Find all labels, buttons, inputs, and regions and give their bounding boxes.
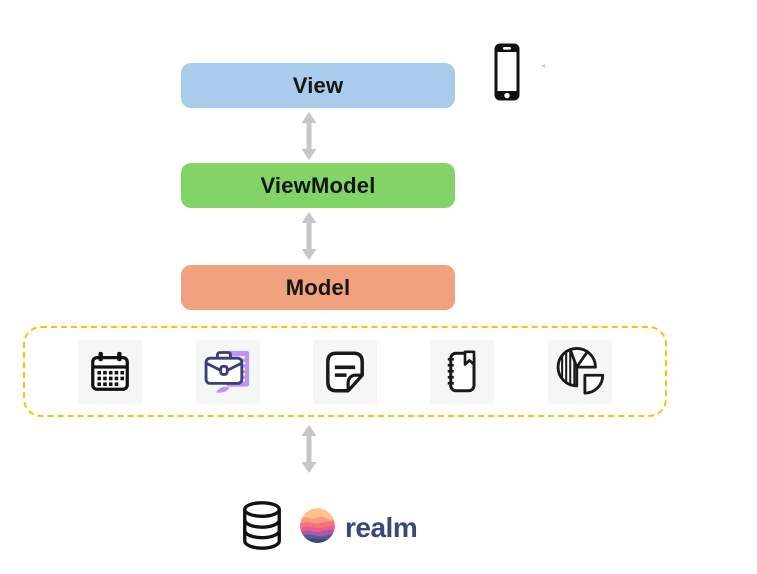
double-headed-arrow-icon: [298, 425, 320, 478]
briefcase-document-icon: [195, 339, 260, 404]
double-headed-arrow-icon: [298, 212, 320, 265]
persistence-layer: realm: [238, 499, 418, 558]
calendar-icon: [78, 339, 143, 404]
view-layer-box: View: [181, 63, 455, 108]
cursor-artifact: ◂: [541, 61, 546, 70]
viewmodel-layer-label: ViewModel: [260, 172, 376, 198]
note-icon: [312, 339, 377, 404]
model-layer-label: Model: [285, 274, 351, 300]
realm-wordmark: realm: [345, 512, 418, 543]
notebook-icon: [430, 339, 495, 404]
viewmodel-layer-box: ViewModel: [181, 163, 455, 208]
database-icon: [238, 499, 286, 558]
model-entities-group: [23, 326, 667, 417]
smartphone-icon: [494, 43, 520, 106]
double-headed-arrow-icon: [298, 112, 320, 165]
pie-chart-icon: [547, 339, 612, 404]
realm-logo-icon: [299, 507, 336, 549]
view-layer-label: View: [292, 72, 344, 98]
model-layer-box: Model: [181, 265, 455, 310]
